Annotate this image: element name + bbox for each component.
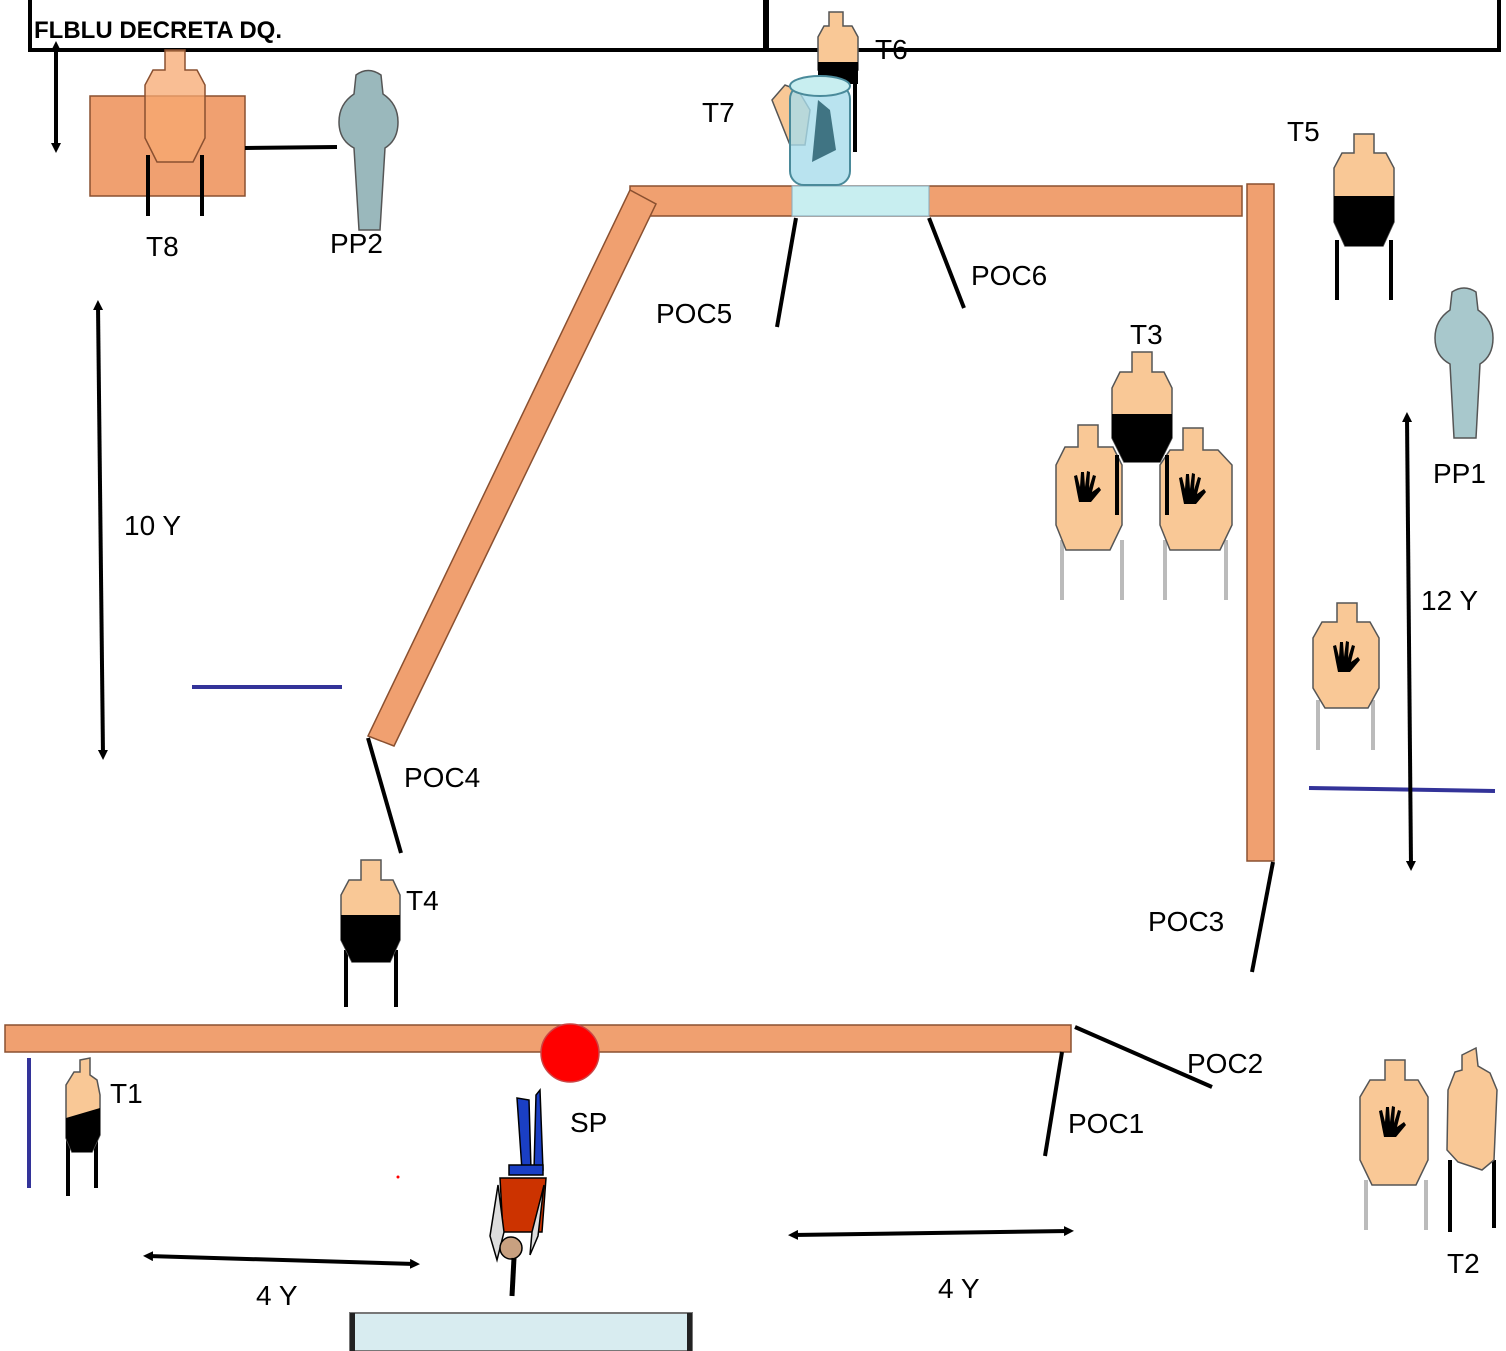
poc1-label: POC1 <box>1068 1108 1144 1139</box>
stray-dot <box>396 1175 400 1179</box>
arrow-10y <box>93 300 108 760</box>
t3-label: T3 <box>1130 319 1163 350</box>
ports <box>366 217 1275 1157</box>
poc4-label: POC4 <box>404 762 480 793</box>
target-t5 <box>1333 133 1395 300</box>
arrow-12y <box>1402 412 1416 871</box>
start-box <box>349 1312 693 1351</box>
distance-12y-label: 12 Y <box>1421 585 1478 616</box>
distance-4y-right-label: 4 Y <box>938 1273 980 1304</box>
header-box-left: FLBLU DECRETA DQ. <box>28 0 767 52</box>
popper-pp2 <box>338 69 399 231</box>
wall-right <box>1246 183 1275 862</box>
poc3-label: POC3 <box>1148 906 1224 937</box>
header-left-text: FLBLU DECRETA DQ. <box>34 17 282 44</box>
t3-no-shoot-right <box>1159 427 1233 600</box>
target-t1 <box>65 1057 101 1196</box>
poc5-line <box>775 217 798 328</box>
distance-10y-label: 10 Y <box>124 510 181 541</box>
target-t6 <box>817 11 859 152</box>
window-top <box>791 185 930 217</box>
target-t2-group <box>1359 1046 1498 1232</box>
t7-label: T7 <box>702 97 735 128</box>
distance-4y-left-label: 4 Y <box>256 1280 298 1311</box>
poc5-label: POC5 <box>656 298 732 329</box>
fault-line-right <box>1308 786 1496 793</box>
wall-bottom <box>4 1024 1072 1053</box>
start-point-marker <box>540 1023 600 1083</box>
target-t8 <box>89 49 338 216</box>
popper-pp1 <box>1434 287 1494 439</box>
t8-label: T8 <box>146 231 179 262</box>
start-point-label: SP <box>570 1107 607 1138</box>
t2-label: T2 <box>1447 1248 1480 1279</box>
target-t3-group <box>1055 351 1233 600</box>
poc2-line <box>1074 1025 1213 1089</box>
poc6-label: POC6 <box>971 260 1047 291</box>
poc2-label: POC2 <box>1187 1048 1263 1079</box>
wall-diagonal <box>366 188 657 747</box>
no-shoot-right-middle <box>1312 602 1380 750</box>
wall-top <box>629 185 1243 217</box>
arrow-4y-left <box>143 1251 420 1269</box>
shooter-figure <box>489 1087 547 1297</box>
walls <box>4 183 1275 1053</box>
poc3-line <box>1250 861 1275 973</box>
start-point <box>540 1023 600 1083</box>
arrow-4y-right <box>788 1226 1074 1240</box>
pp2-label: PP2 <box>330 228 383 259</box>
poc4-line <box>366 737 403 854</box>
target-t4 <box>340 859 401 1007</box>
t4-label: T4 <box>406 885 439 916</box>
target-t7 <box>771 75 851 186</box>
distance-arrows <box>51 41 1416 1269</box>
t6-label: T6 <box>875 34 908 65</box>
t5-label: T5 <box>1287 116 1320 147</box>
fault-lines <box>27 685 1496 1188</box>
pp1-label: PP1 <box>1433 458 1486 489</box>
t1-label: T1 <box>110 1078 143 1109</box>
t3-shoot <box>1111 351 1173 515</box>
poc6-line <box>927 217 966 309</box>
t3-no-shoot-left <box>1055 424 1124 600</box>
header-box-right <box>765 0 1501 52</box>
poc1-line <box>1043 1051 1064 1157</box>
